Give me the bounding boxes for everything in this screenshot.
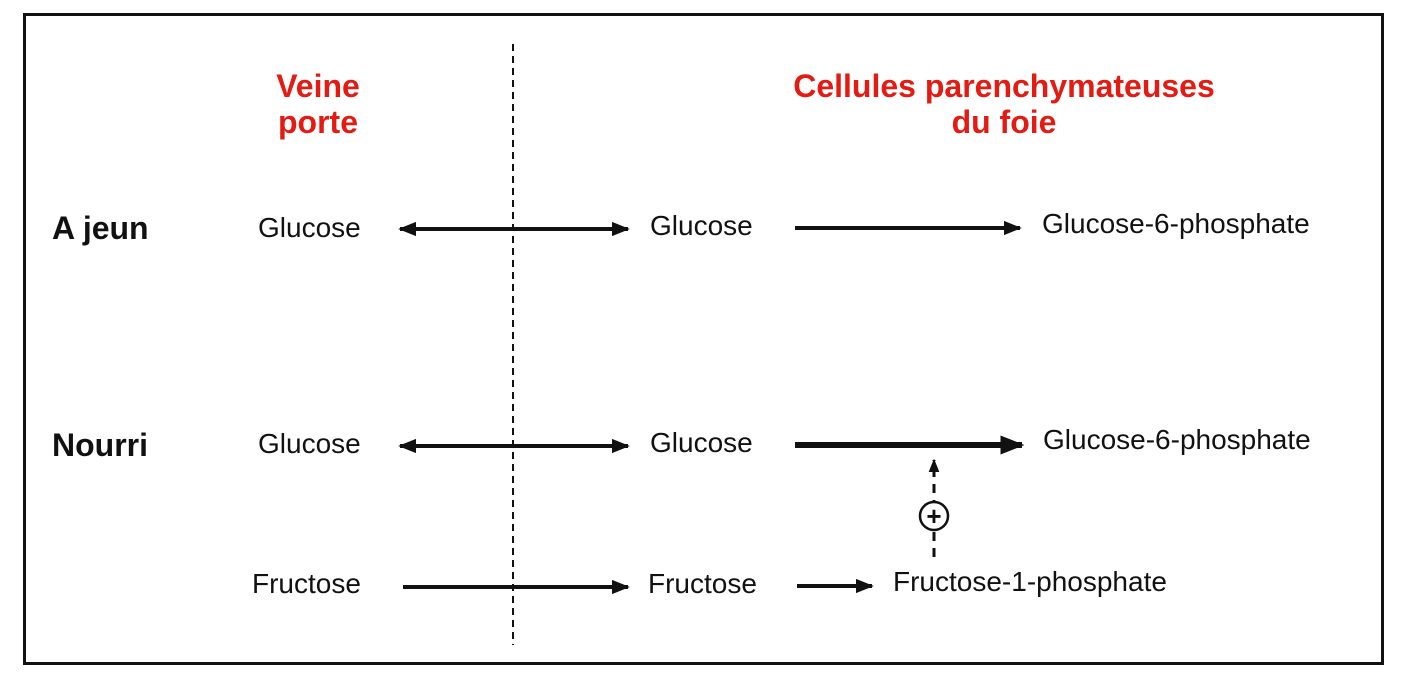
header-liver-cells-line1: Cellules parenchymateuses bbox=[793, 68, 1215, 104]
header-liver-cells-line2: du foie bbox=[951, 104, 1057, 140]
header-portal-vein: Veine porte bbox=[238, 68, 398, 140]
header-portal-vein-line2: porte bbox=[278, 104, 358, 140]
activation-circle bbox=[918, 500, 950, 532]
diagram-frame bbox=[23, 13, 1384, 665]
fed-portal-glucose: Glucose bbox=[258, 428, 361, 459]
fructose-1-phosphate: Fructose-1-phosphate bbox=[893, 566, 1167, 597]
fed-glucose-6-phosphate: Glucose-6-phosphate bbox=[1043, 424, 1311, 455]
activation-plus-sign: + bbox=[926, 501, 941, 531]
header-portal-vein-line1: Veine bbox=[276, 68, 360, 104]
fasting-cell-glucose: Glucose bbox=[650, 210, 753, 241]
header-liver-cells: Cellules parenchymateuses du foie bbox=[704, 68, 1304, 140]
fructose-cell: Fructose bbox=[648, 568, 757, 599]
fasting-glucose-6-phosphate: Glucose-6-phosphate bbox=[1042, 208, 1310, 239]
fructose-portal: Fructose bbox=[252, 568, 361, 599]
fed-cell-glucose: Glucose bbox=[650, 427, 753, 458]
row-label-fasting: A jeun bbox=[52, 210, 149, 246]
row-label-fed: Nourri bbox=[52, 427, 148, 463]
fasting-portal-glucose: Glucose bbox=[258, 212, 361, 243]
